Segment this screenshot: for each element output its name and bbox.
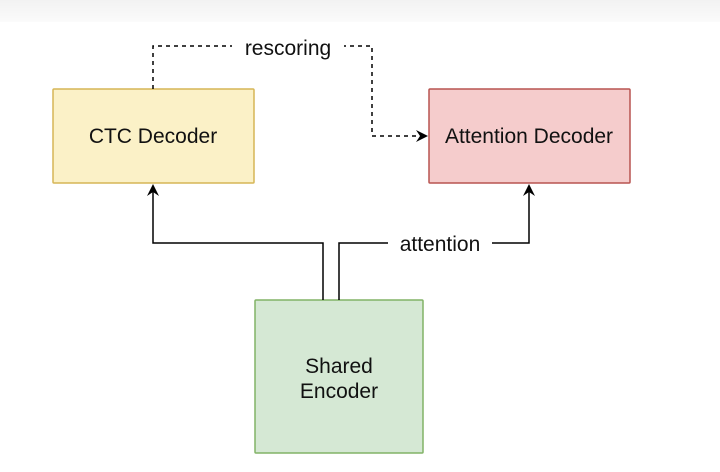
rescoring-label-bg xyxy=(232,34,344,59)
shared-encoder-label-line2: Encoder xyxy=(300,380,378,403)
rescoring-arrow xyxy=(152,45,428,142)
encoder-to-ctc-arrow xyxy=(147,184,324,300)
attention-decoder-box xyxy=(428,88,631,184)
attention-label-bg xyxy=(388,231,492,255)
shared-encoder-label-line1: Shared xyxy=(305,355,373,378)
attention-decoder-label: Attention Decoder xyxy=(445,125,613,148)
ctc-decoder-label: CTC Decoder xyxy=(89,125,217,148)
attention-edge-label: attention xyxy=(400,233,481,256)
rescoring-edge-label: rescoring xyxy=(245,37,331,60)
top-strip xyxy=(0,0,720,22)
